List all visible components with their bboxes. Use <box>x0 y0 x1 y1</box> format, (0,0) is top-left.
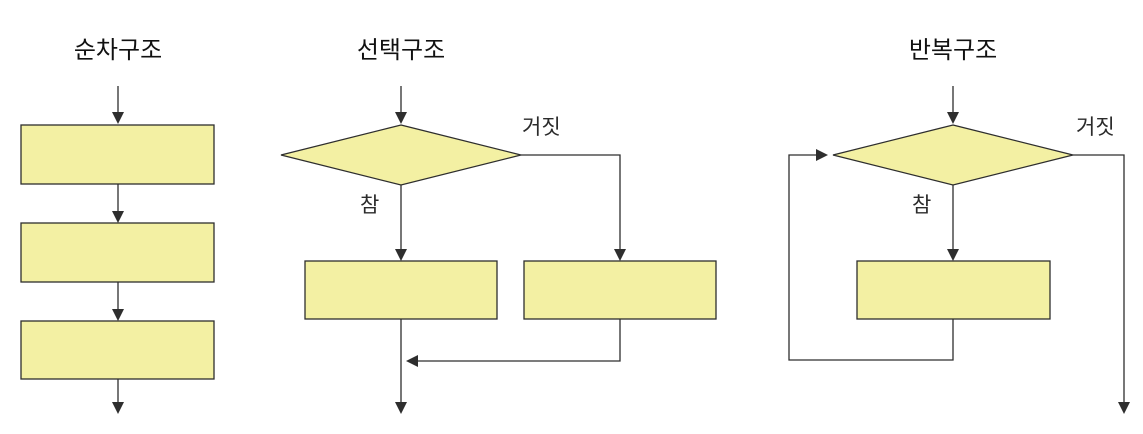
selection-false-branch-line <box>521 154 621 251</box>
selection-false-label: 거짓 <box>522 115 561 139</box>
sequence-title: 순차구조 <box>74 36 162 64</box>
repetition-false-label: 거짓 <box>1076 115 1115 139</box>
sequence-structure: 순차구조 <box>20 36 215 414</box>
selection-title: 선택구조 <box>357 36 445 64</box>
repetition-entry-arrowhead <box>947 112 959 124</box>
repetition-false-exit-line <box>1073 154 1125 404</box>
selection-true-branch-arrowhead <box>395 249 407 261</box>
sequence-process-box-3 <box>20 320 215 380</box>
repetition-structure: 반복구조 거짓 참 <box>788 36 1130 414</box>
selection-merge-arrowhead <box>406 355 418 367</box>
selection-merge-line <box>416 319 621 362</box>
selection-true-process-box <box>304 260 498 320</box>
sequence-arrowhead-2 <box>112 309 124 321</box>
selection-exit-arrowhead <box>395 402 407 414</box>
sequence-arrowhead-1 <box>112 211 124 223</box>
repetition-title: 반복구조 <box>909 36 997 64</box>
selection-false-process-box <box>523 260 717 320</box>
repetition-loop-back-arrowhead <box>816 149 828 161</box>
repetition-process-box <box>856 260 1051 320</box>
repetition-loop-back-line <box>788 154 954 361</box>
selection-false-branch-arrowhead <box>614 249 626 261</box>
repetition-true-label: 참 <box>912 193 931 217</box>
repetition-decision-diamond <box>832 124 1074 186</box>
selection-entry-arrowhead <box>395 112 407 124</box>
selection-structure: 선택구조 거짓 참 <box>280 36 717 414</box>
sequence-exit-arrowhead <box>112 402 124 414</box>
repetition-false-exit-arrowhead <box>1118 402 1130 414</box>
repetition-true-branch-arrowhead <box>947 249 959 261</box>
sequence-process-box-1 <box>20 124 215 185</box>
selection-true-label: 참 <box>360 193 379 217</box>
sequence-process-box-2 <box>20 222 215 283</box>
sequence-entry-arrowhead <box>112 112 124 124</box>
selection-decision-diamond <box>280 124 522 186</box>
